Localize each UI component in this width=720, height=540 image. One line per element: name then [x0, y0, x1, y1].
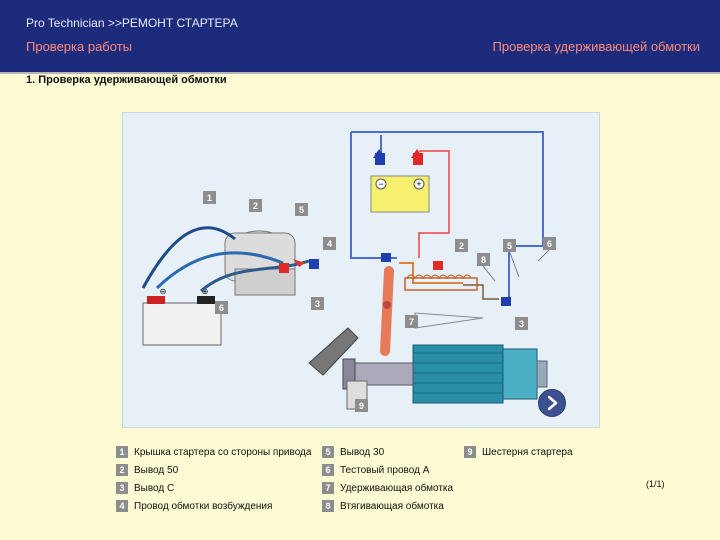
battery-plus: +	[416, 179, 421, 189]
svg-text:1: 1	[207, 193, 212, 203]
svg-text:5: 5	[507, 241, 512, 251]
callout-6: 6	[215, 301, 228, 314]
next-button[interactable]	[538, 389, 566, 417]
svg-text:2: 2	[253, 201, 258, 211]
callout-7: 7	[405, 315, 418, 328]
page-counter: (1/1)	[646, 479, 665, 489]
battery-neg-mark: ⊖	[160, 287, 167, 296]
callout-6b: 6	[543, 237, 556, 250]
svg-text:7: 7	[409, 317, 414, 327]
divider	[0, 72, 720, 74]
svg-text:3: 3	[519, 319, 524, 329]
svg-text:6: 6	[547, 239, 552, 249]
callout-9: 9	[355, 399, 368, 412]
starter-diagram: − + ⊖ ⊕ 1	[122, 112, 600, 428]
callout-2b: 2	[455, 239, 468, 252]
diagram-svg: − + ⊖ ⊕ 1	[141, 131, 556, 412]
svg-text:9: 9	[359, 401, 364, 411]
svg-text:3: 3	[315, 299, 320, 309]
battery-pos-mark: ⊕	[202, 287, 209, 296]
svg-text:4: 4	[327, 239, 332, 249]
callout-4: 4	[323, 237, 336, 250]
callout-2: 2	[249, 199, 262, 212]
svg-text:2: 2	[459, 241, 464, 251]
callout-5b: 5	[503, 239, 516, 252]
page-title: Проверка удерживающей обмотки	[492, 39, 700, 54]
callout-1: 1	[203, 191, 216, 204]
callout-3b: 3	[515, 317, 528, 330]
breadcrumb[interactable]: Pro Technician >>РЕМОНТ СТАРТЕРА	[26, 16, 238, 30]
callout-5: 5	[295, 203, 308, 216]
callout-8: 8	[477, 253, 490, 266]
next-arrow-icon	[547, 395, 558, 411]
section-title: Проверка работы	[26, 39, 132, 54]
svg-text:6: 6	[219, 303, 224, 313]
header-bar: Pro Technician >>РЕМОНТ СТАРТЕРА Проверк…	[0, 0, 720, 72]
callout-3: 3	[311, 297, 324, 310]
step-title: 1. Проверка удерживающей обмотки	[26, 74, 227, 86]
svg-text:8: 8	[481, 255, 486, 265]
svg-text:5: 5	[299, 205, 304, 215]
battery-minus: −	[378, 179, 383, 189]
